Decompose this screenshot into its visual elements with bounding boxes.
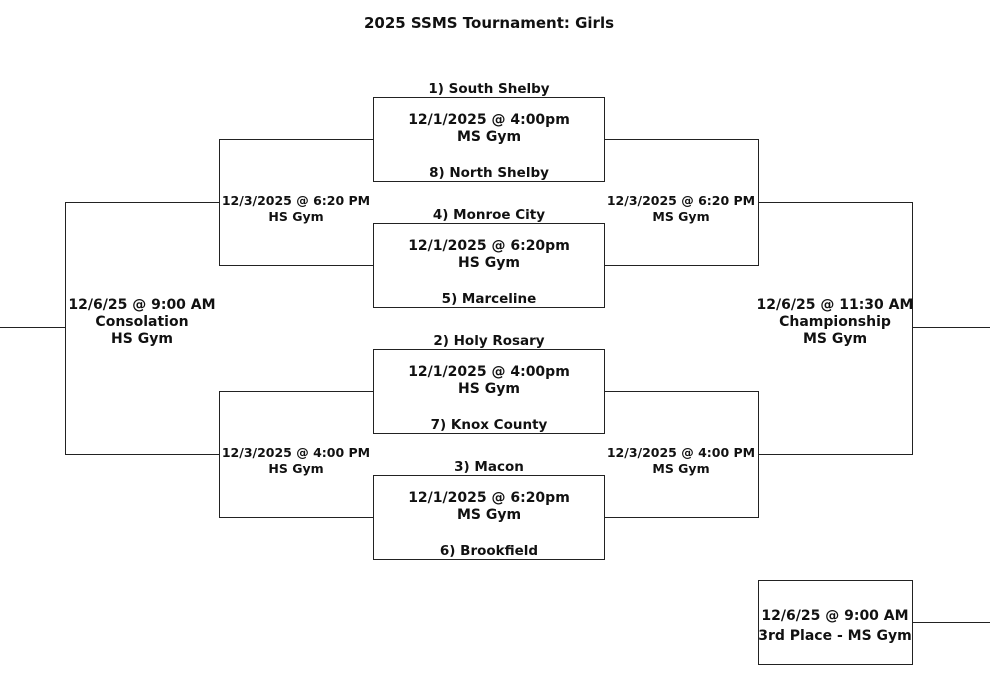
- first-round-game-info: 12/1/2025 @ 6:20pm MS Gym: [373, 490, 605, 524]
- game-date: 12/1/2025 @ 6:20pm: [408, 238, 570, 254]
- game-date: 12/6/25 @ 9:00 AM: [761, 608, 909, 624]
- consolation-semi-bracket-1: [219, 139, 374, 266]
- consolation-semi-info: 12/3/2025 @ 6:20 PM HS Gym: [221, 193, 371, 225]
- championship-final-info: 12/6/25 @ 11:30 AM Championship MS Gym: [755, 297, 915, 348]
- consolation-final-connector: [0, 327, 66, 328]
- consolation-semi-info: 12/3/2025 @ 4:00 PM HS Gym: [221, 445, 371, 477]
- game-venue: MS Gym: [652, 209, 710, 224]
- seed-team-label: 1) South Shelby: [428, 81, 550, 97]
- game-venue: HS Gym: [268, 209, 324, 224]
- first-round-game-info: 12/1/2025 @ 4:00pm HS Gym: [373, 364, 605, 398]
- first-round-game-box-1: [373, 97, 605, 182]
- first-round-game-info: 12/1/2025 @ 6:20pm HS Gym: [373, 238, 605, 272]
- seed-team-label: 3) Macon: [454, 459, 524, 475]
- seed-team-label: 7) Knox County: [430, 417, 548, 433]
- game-venue: HS Gym: [268, 461, 324, 476]
- game-date: 12/3/2025 @ 4:00 PM: [221, 445, 371, 460]
- game-venue: MS Gym: [456, 507, 522, 523]
- game-date: 12/3/2025 @ 4:00 PM: [606, 445, 756, 460]
- game-venue: HS Gym: [111, 331, 173, 347]
- championship-semi-bracket-1: [604, 139, 759, 266]
- seed-team-label: 2) Holy Rosary: [433, 333, 545, 349]
- game-venue: HS Gym: [458, 381, 520, 397]
- page-title: 2025 SSMS Tournament: Girls: [363, 14, 615, 32]
- game-date: 12/6/25 @ 9:00 AM: [68, 297, 216, 313]
- game-date: 12/3/2025 @ 6:20 PM: [606, 193, 756, 208]
- game-date: 12/1/2025 @ 6:20pm: [408, 490, 570, 506]
- third-place-info: 12/6/25 @ 9:00 AM 3rd Place - MS Gym: [755, 606, 915, 646]
- seed-team-label: 5) Marceline: [441, 291, 537, 307]
- game-venue: MS Gym: [456, 129, 522, 145]
- third-place-connector: [912, 622, 990, 623]
- game-date: 12/1/2025 @ 4:00pm: [408, 364, 570, 380]
- game-date: 12/3/2025 @ 6:20 PM: [221, 193, 371, 208]
- seed-team-label: 8) North Shelby: [429, 165, 549, 181]
- game-date: 12/1/2025 @ 4:00pm: [408, 112, 570, 128]
- first-round-game-info: 12/1/2025 @ 4:00pm MS Gym: [373, 112, 605, 146]
- championship-semi-bracket-2: [604, 391, 759, 518]
- first-round-game-box-4: [373, 475, 605, 560]
- first-round-game-box-3: [373, 349, 605, 434]
- championship-final-connector: [912, 327, 990, 328]
- game-venue: MS Gym: [802, 331, 868, 347]
- consolation-semi-bracket-2: [219, 391, 374, 518]
- seed-team-label: 6) Brookfield: [439, 543, 539, 559]
- championship-final-bracket: [758, 202, 913, 455]
- championship-semi-info: 12/3/2025 @ 6:20 PM MS Gym: [606, 193, 756, 225]
- championship-semi-info: 12/3/2025 @ 4:00 PM MS Gym: [606, 445, 756, 477]
- game-label: Consolation: [95, 314, 189, 330]
- game-label: 3rd Place - MS Gym: [758, 628, 912, 644]
- consolation-final-info: 12/6/25 @ 9:00 AM Consolation HS Gym: [62, 297, 222, 348]
- game-date: 12/6/25 @ 11:30 AM: [756, 297, 914, 313]
- game-venue: MS Gym: [652, 461, 710, 476]
- consolation-final-bracket: [65, 202, 220, 455]
- seed-team-label: 4) Monroe City: [432, 207, 546, 223]
- first-round-game-box-2: [373, 223, 605, 308]
- game-label: Championship: [779, 314, 891, 330]
- game-venue: HS Gym: [458, 255, 520, 271]
